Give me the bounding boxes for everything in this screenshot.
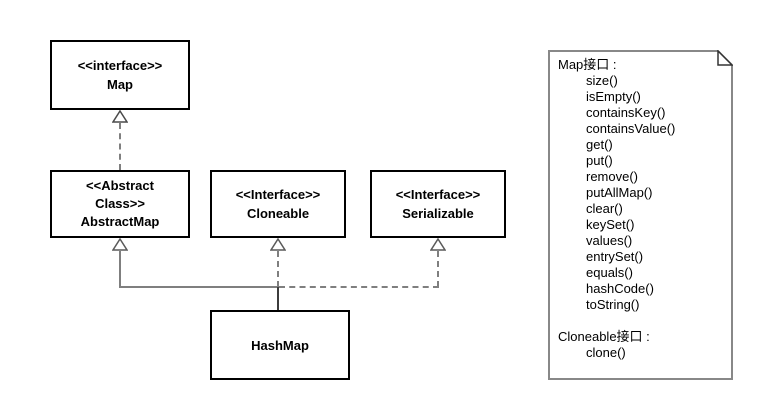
class-box-abstractmap: <<Abstract Class>> AbstractMap (50, 170, 190, 238)
triangle-arrowhead-icon (430, 238, 446, 251)
class-name-label: HashMap (251, 337, 309, 353)
note-method: putAllMap() (586, 185, 653, 200)
note-method: hashCode() (586, 281, 654, 296)
class-name-label: AbstractMap (80, 214, 160, 229)
note-method: keySet() (586, 217, 635, 232)
stereotype-label: <<Interface>> (235, 187, 321, 202)
connector-stem-hashmap (277, 287, 279, 310)
stereotype-label: <<interface>> (77, 58, 163, 73)
class-box-hashmap: HashMap (210, 310, 350, 380)
triangle-arrowhead-icon (112, 238, 128, 251)
realization-line-abstractmap-to-map (119, 123, 121, 170)
realization-line-hashmap-to-cloneable (277, 251, 279, 287)
dogear-fold-icon (717, 50, 733, 66)
note-method: clear() (586, 201, 623, 216)
note-method: isEmpty() (586, 89, 641, 104)
note-method: values() (586, 233, 633, 248)
note-method: clone() (586, 345, 626, 360)
note-method: size() (586, 73, 618, 88)
stereotype-label: <<Interface>> (395, 187, 481, 202)
note-section-gap (558, 313, 727, 329)
note-content: Map接口 : size() isEmpty() containsKey() c… (558, 57, 727, 361)
generalization-line-hashmap-to-abstractmap (119, 286, 279, 288)
note-method: remove() (586, 169, 639, 184)
note-method: entrySet() (586, 249, 644, 264)
note-section-header: Map接口 : (558, 57, 617, 72)
note-section-header: Cloneable接口 : (558, 329, 650, 344)
note-method: equals() (586, 265, 633, 280)
realization-line-hashmap-to-serializable (279, 286, 439, 288)
class-name-label: Map (107, 77, 133, 92)
class-name-label: Serializable (402, 206, 474, 221)
note-method: containsKey() (586, 105, 666, 120)
note-method: put() (586, 153, 613, 168)
class-box-cloneable: <<Interface>> Cloneable (210, 170, 346, 238)
stereotype-label: <<Abstract (86, 178, 154, 193)
generalization-line-hashmap-to-abstractmap (119, 251, 121, 287)
note-outline (548, 50, 733, 380)
class-box-serializable: <<Interface>> Serializable (370, 170, 506, 238)
class-box-map: <<interface>> Map (50, 40, 190, 110)
note-method: containsValue() (586, 121, 676, 136)
realization-line-hashmap-to-serializable (437, 251, 439, 287)
class-name-label: Cloneable (246, 206, 310, 221)
stereotype-label: Class>> (95, 196, 145, 211)
triangle-arrowhead-icon (270, 238, 286, 251)
note-method: toString() (586, 297, 640, 312)
triangle-arrowhead-icon (112, 110, 128, 123)
note-box: Map接口 : size() isEmpty() containsKey() c… (548, 50, 733, 380)
note-method: get() (586, 137, 613, 152)
